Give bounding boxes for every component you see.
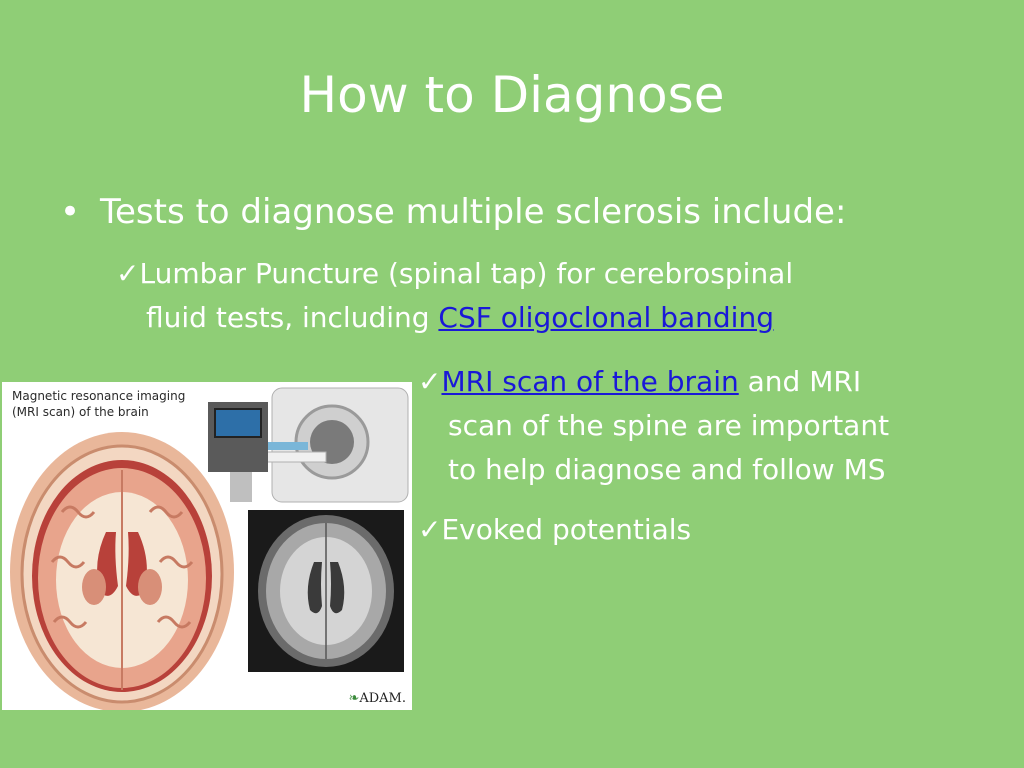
sub-item-text: Lumbar Puncture (spinal tap) for cerebro… (139, 257, 794, 290)
main-bullet: • Tests to diagnose multiple sclerosis in… (60, 192, 960, 232)
sub-item-text: fluid tests, including (146, 301, 439, 334)
slide-title: How to Diagnose (299, 66, 725, 124)
check-icon: ✓ (418, 365, 442, 398)
leaf-icon: ❧ (348, 691, 360, 706)
sub-item-continuation: to help diagnose and follow MS (448, 453, 886, 486)
sub-item-continuation: fluid tests, including CSF oligoclonal b… (116, 296, 916, 340)
bullet-marker: • (60, 192, 81, 232)
csf-oligoclonal-banding-link[interactable]: CSF oligoclonal banding (438, 301, 774, 334)
bullet-text: Tests to diagnose multiple sclerosis inc… (100, 192, 847, 232)
adam-logo: ❧ADAM. (348, 691, 406, 706)
brain-illustration (10, 387, 409, 710)
check-icon: ✓ (116, 257, 140, 290)
sub-item-lumbar-puncture: ✓Lumbar Puncture (spinal tap) for cerebr… (116, 252, 916, 340)
figure-caption-line: (MRI scan) of the brain (12, 405, 149, 419)
sub-item-evoked-potentials: ✓Evoked potentials (418, 508, 978, 552)
sub-item-text: Evoked potentials (441, 513, 692, 546)
figure-caption-line: Magnetic resonance imaging (12, 389, 186, 403)
sub-item-continuation: scan of the spine are important (448, 409, 890, 442)
mri-scan-of-brain-link[interactable]: MRI scan of the brain (441, 365, 739, 398)
figure-caption: Magnetic resonance imaging (MRI scan) of… (12, 388, 185, 420)
check-icon: ✓ (418, 513, 442, 546)
sub-item-text: and MRI (738, 365, 862, 398)
sub-item-mri-scan: ✓MRI scan of the brain and MRI scan of t… (418, 360, 978, 492)
mri-brain-figure: Magnetic resonance imaging (MRI scan) of… (2, 382, 412, 710)
